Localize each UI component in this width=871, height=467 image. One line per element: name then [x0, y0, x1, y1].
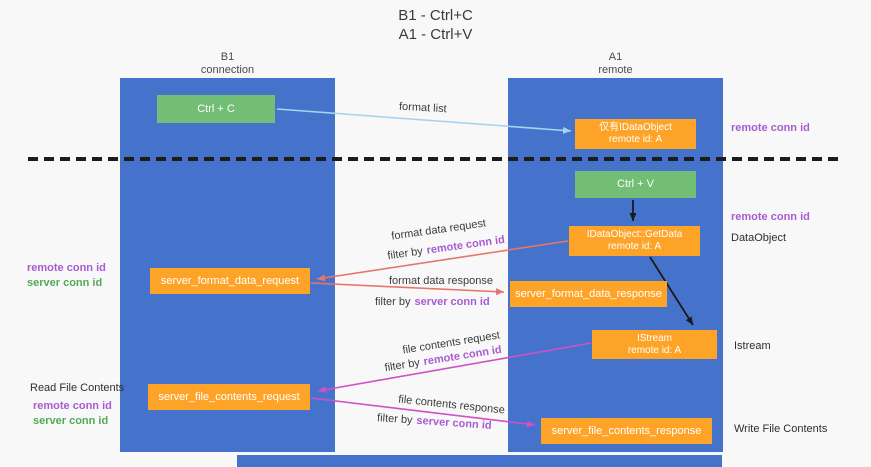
lane-a1-title: A1 [608, 51, 623, 63]
dataobject-annotation: DataObject [731, 232, 787, 244]
server-format-data-response-node: server_format_data_response [510, 281, 667, 307]
remote-conn-id-annotation: remote conn id [731, 122, 810, 134]
server-conn-id-annotation: server conn id [33, 415, 109, 427]
diagram-title: B1 - Ctrl+C A1 - Ctrl+V [0, 6, 871, 44]
istream-node: IStream remote id: A [592, 330, 717, 359]
write-file-contents-annotation: Write File Contents [734, 423, 828, 435]
server-conn-id-annotation: server conn id [27, 277, 103, 289]
ctrl-v-node: Ctrl + V [575, 171, 696, 198]
clipboard-idataobject-remote-id: remote id: A [608, 134, 663, 145]
filter-by-text: filter by [375, 296, 411, 308]
server-file-contents-request-node: server_file_contents_request [148, 384, 310, 410]
format-list-label: format list [398, 100, 447, 116]
server-conn-id-text: server conn id [414, 296, 490, 308]
title-line-2: A1 - Ctrl+V [398, 26, 473, 43]
clipboard-idataobject-title: 仅有IDataObject [599, 122, 672, 133]
lane-a1-subtitle: remote [598, 64, 633, 76]
istream-title: IStream [636, 332, 672, 344]
getdata-remote-id: remote id: A [607, 241, 662, 252]
lane-b1-subtitle: connection [200, 64, 255, 76]
file-contents-response-label: file contents response [397, 393, 506, 417]
remote-conn-id-annotation: remote conn id [33, 400, 112, 412]
title-line-1: B1 - Ctrl+C [398, 7, 473, 24]
istream-annotation: Istream [734, 340, 771, 352]
filter-by-text: filter by [376, 412, 413, 427]
lane-b1-title: B1 [220, 51, 235, 63]
remote-conn-id-annotation: remote conn id [27, 262, 106, 274]
idataobject-getdata-node: IDataObject::GetData remote id: A [569, 226, 700, 256]
filter-by-text: filter by [386, 245, 424, 263]
server-file-contents-response-node: server_file_contents_response [541, 418, 712, 444]
lane-header-a1: A1 remote [508, 51, 723, 77]
getdata-title: IDataObject::GetData [586, 229, 683, 240]
filter-by-text: filter by [383, 356, 421, 375]
lane-header-b1: B1 connection [120, 51, 335, 77]
read-file-contents-annotation: Read File Contents [30, 382, 125, 394]
istream-remote-id: remote id: A [627, 344, 682, 356]
clipboard-idataobject-node: 仅有IDataObject remote id: A [575, 119, 696, 149]
remote-conn-id-annotation: remote conn id [731, 211, 810, 223]
format-data-response-label: format data response [389, 275, 493, 287]
server-conn-id-text: server conn id [416, 414, 492, 432]
bottom-partial-lane [237, 455, 722, 467]
server-format-data-request-node: server_format_data_request [150, 268, 310, 294]
ctrl-c-node: Ctrl + C [157, 95, 275, 123]
remote-conn-id-text: remote conn id [425, 233, 506, 257]
